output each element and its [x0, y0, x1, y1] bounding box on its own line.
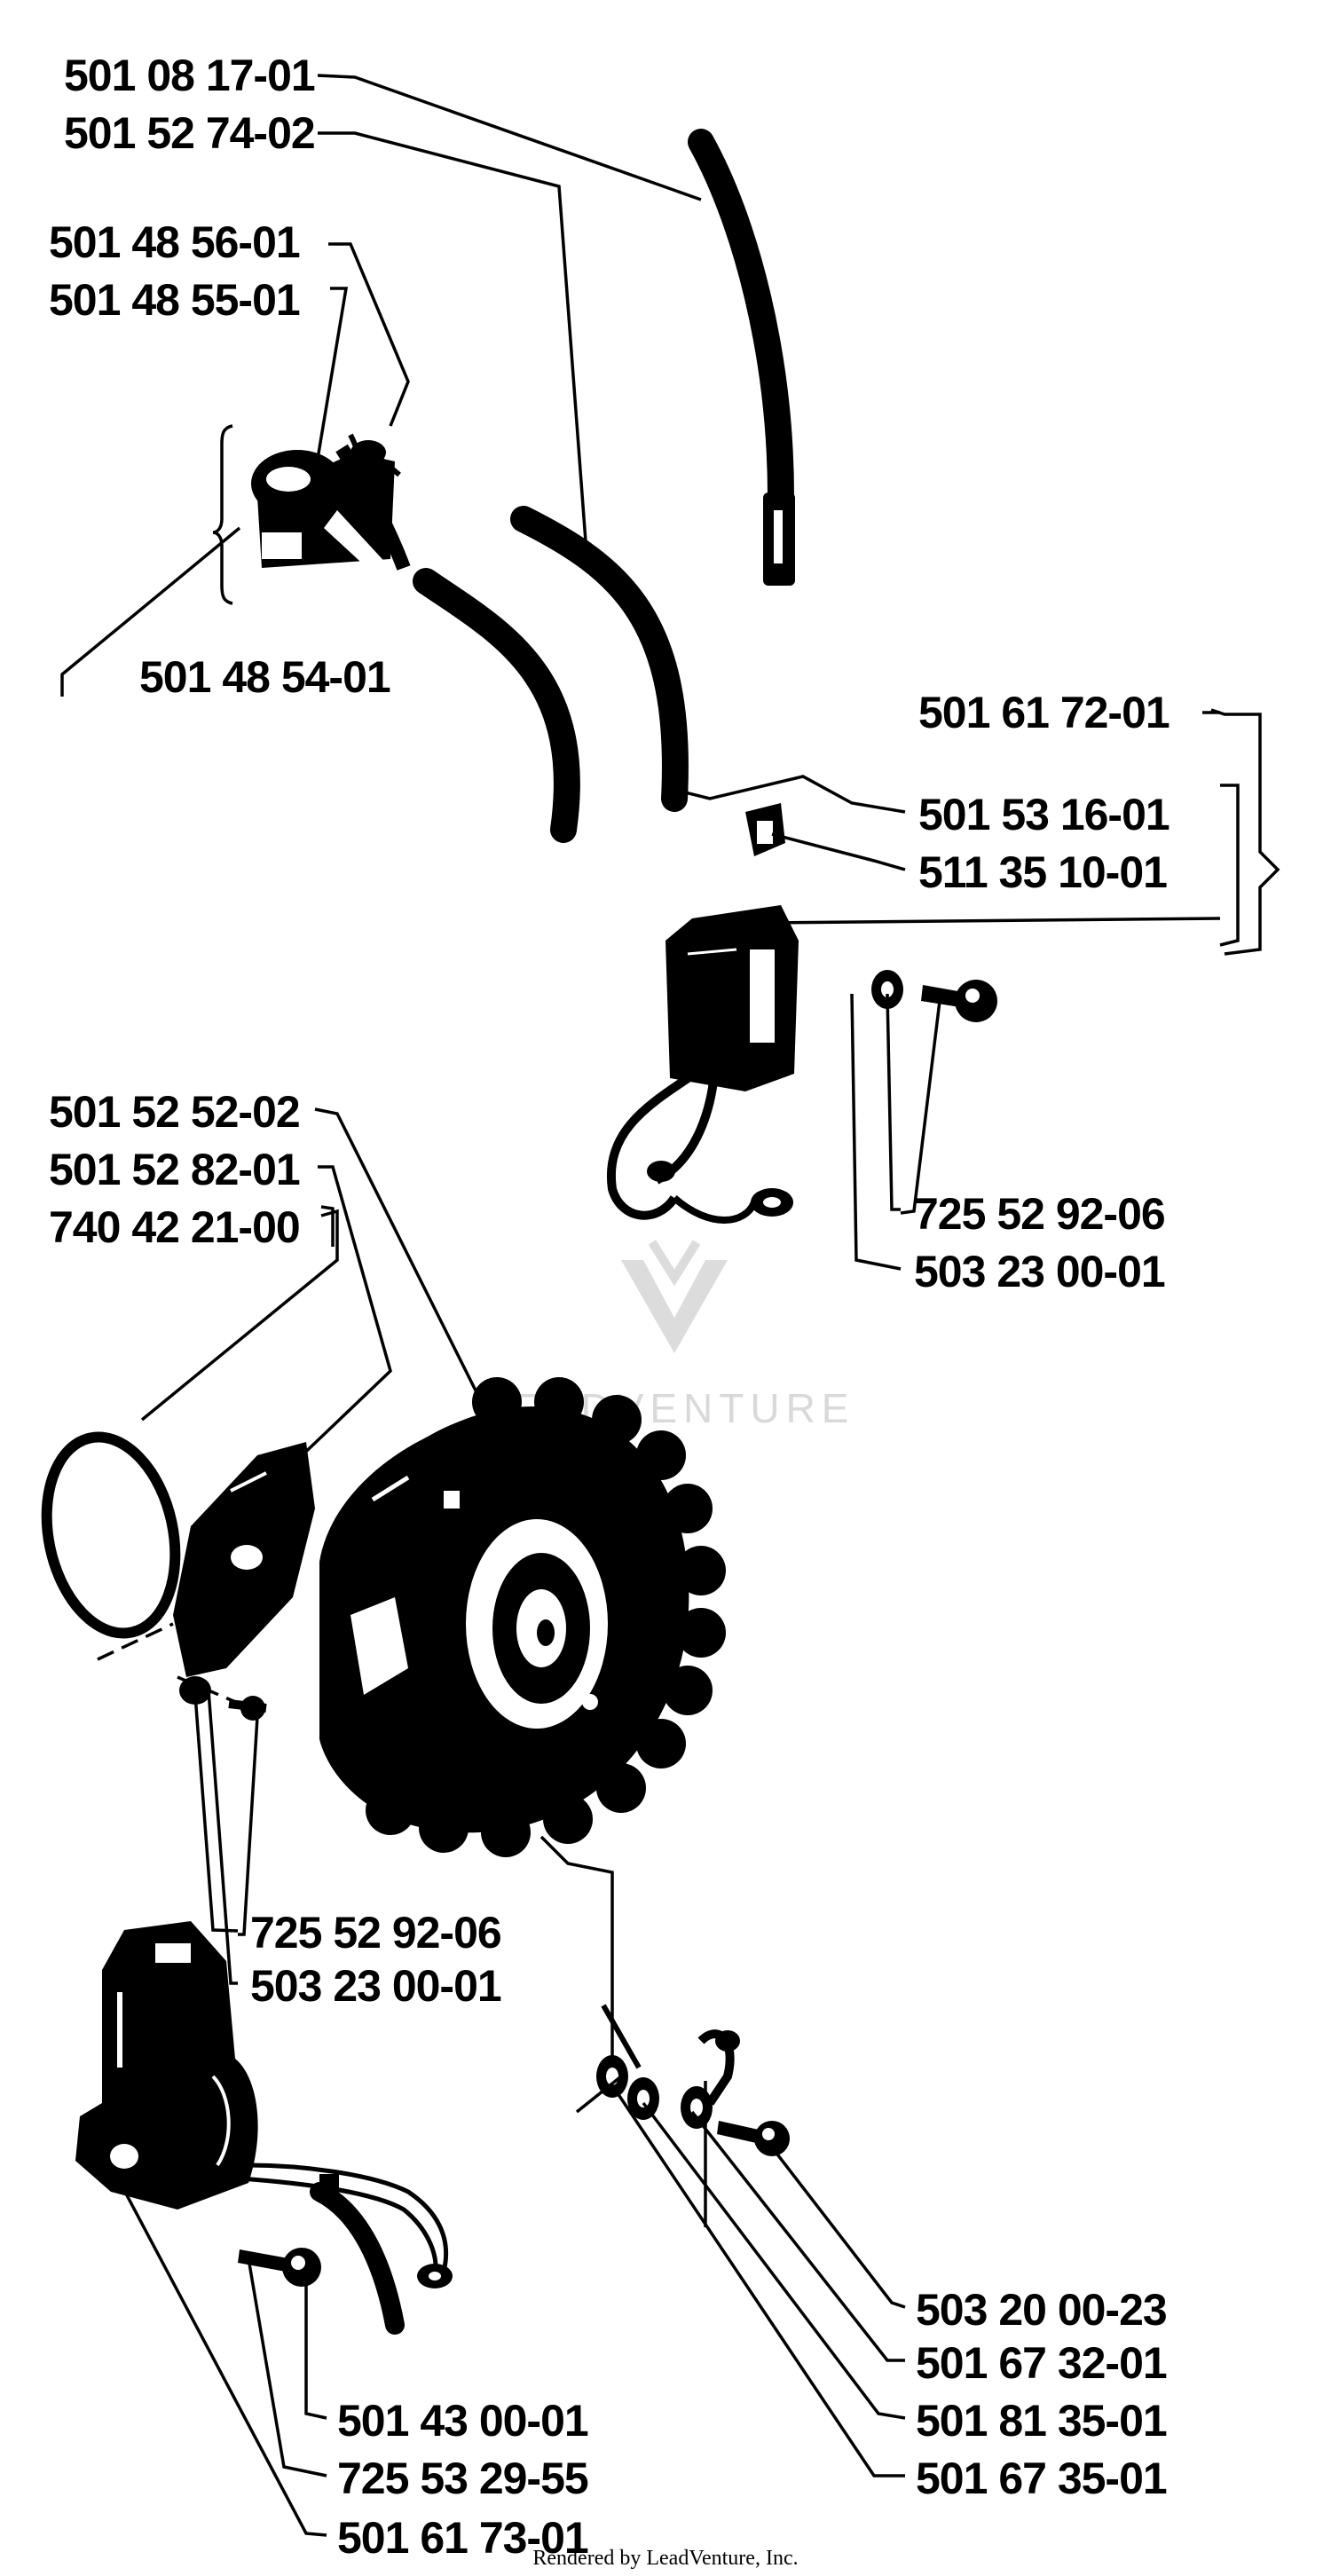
- leader-lines: [60, 74, 1280, 2537]
- part-number-label: 501 48 56-01: [49, 217, 300, 267]
- part-number-label: 501 08 17-01: [64, 51, 315, 100]
- flywheel-drawing: [319, 1377, 726, 1857]
- spark-plug-cap-drawing: [251, 433, 411, 581]
- part-number-label: 501 81 35-01: [916, 2396, 1167, 2446]
- part-drawings: [41, 129, 997, 2335]
- part-number-label: 725 52 92-06: [914, 1189, 1165, 1239]
- part-number-label: 501 67 32-01: [916, 2338, 1167, 2388]
- spark-plug-lead-drawing: [688, 129, 795, 586]
- part-number-label: 511 35 10-01: [918, 847, 1167, 897]
- part-number-label: 503 23 00-01: [914, 1247, 1165, 1296]
- watermark-logo-icon: [621, 1260, 728, 1353]
- part-number-label: 740 42 21-00: [49, 1202, 300, 1252]
- part-number-label: 501 61 72-01: [918, 688, 1170, 737]
- ignition-module-upper-drawing: [606, 905, 799, 1224]
- small-hardware-drawing: [596, 2004, 790, 2156]
- part-number-label: 503 23 00-01: [250, 1961, 501, 2011]
- part-number-label: 725 52 92-06: [250, 1908, 501, 1958]
- part-number-label: 501 48 55-01: [49, 275, 300, 325]
- part-number-label: 501 52 74-02: [64, 108, 315, 158]
- cable-drawings: [413, 506, 689, 843]
- terminal-clip-drawing: [745, 803, 785, 856]
- starter-plate-drawing: [173, 1442, 315, 1677]
- screw-washer-upper-drawing: [871, 970, 997, 1022]
- part-number-label: 501 53 16-01: [918, 790, 1170, 839]
- part-number-label: 501 43 00-01: [337, 2396, 588, 2446]
- part-number-label: 501 52 52-02: [49, 1087, 300, 1137]
- part-number-labels: 501 08 17-01 501 52 74-02 501 48 56-01 5…: [49, 51, 1170, 2563]
- part-number-label: 503 20 00-23: [916, 2285, 1167, 2335]
- part-number-label: 725 53 29-55: [337, 2454, 588, 2503]
- ignition-module-lower-drawing: [75, 1921, 453, 2335]
- part-number-label: 501 61 73-01: [337, 2513, 588, 2563]
- part-number-label: 501 52 82-01: [49, 1145, 300, 1194]
- flywheel-nut-drawing: [179, 1676, 267, 1721]
- part-number-label: 501 67 35-01: [916, 2454, 1167, 2503]
- footer-credit: Rendered by LeadVenture, Inc.: [532, 2547, 798, 2570]
- screw-lower-drawing: [238, 2248, 321, 2287]
- o-ring-drawing: [41, 1431, 181, 1639]
- part-number-label: 501 48 54-01: [139, 652, 390, 702]
